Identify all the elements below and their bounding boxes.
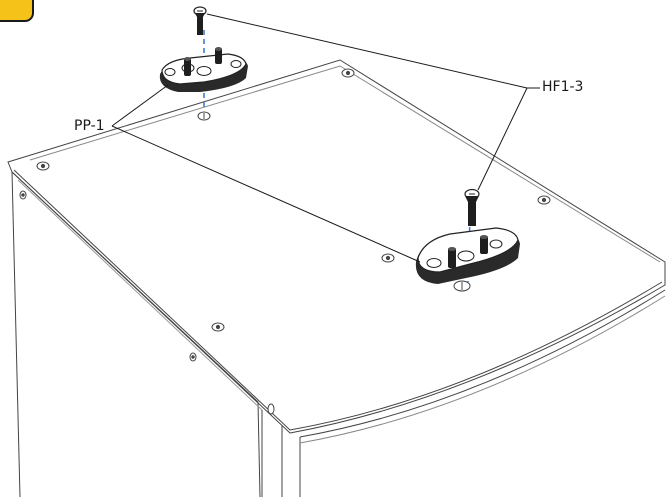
- mount-hole-icon: [197, 111, 471, 292]
- callout-label-pp1: PP-1: [74, 118, 105, 134]
- step-number-badge: [0, 0, 34, 22]
- leader-pp1-upper: [111, 84, 169, 127]
- hole-icon: [537, 195, 551, 205]
- hole-icon: [341, 68, 355, 78]
- speaker-cabinet: [7, 59, 666, 497]
- screw-icon: [193, 6, 207, 35]
- cabinet-corner-post: [261, 410, 301, 497]
- hole-icon: [267, 403, 275, 415]
- pole-plate-icon: [415, 227, 520, 284]
- hole-icon: [211, 322, 225, 332]
- cabinet-right-face-2: [299, 295, 666, 444]
- hole-icon: [36, 161, 50, 171]
- hole-icon: [381, 253, 395, 263]
- cabinet-top-inner-line: [29, 65, 661, 263]
- cabinet-right-face: [299, 289, 666, 438]
- cabinet-top-outline: [7, 59, 666, 434]
- cabinet-front-edge: [11, 171, 261, 497]
- cabinet-left-side: [11, 171, 21, 497]
- leader-lines: [111, 13, 540, 263]
- screw-icon: [464, 188, 480, 226]
- pole-plate-icon: [159, 47, 248, 92]
- leader-hf13-lower: [477, 87, 528, 191]
- hole-icon: [19, 190, 27, 200]
- leader-pp1-lower: [111, 125, 421, 263]
- surface-holes: [19, 68, 551, 415]
- leader-hf13-upper: [206, 13, 528, 89]
- cabinet-front-edge-inner: [17, 179, 263, 411]
- hole-icon: [189, 352, 197, 362]
- cabinet-top-edge: [13, 169, 663, 431]
- callout-label-hf13: HF1-3: [542, 79, 584, 95]
